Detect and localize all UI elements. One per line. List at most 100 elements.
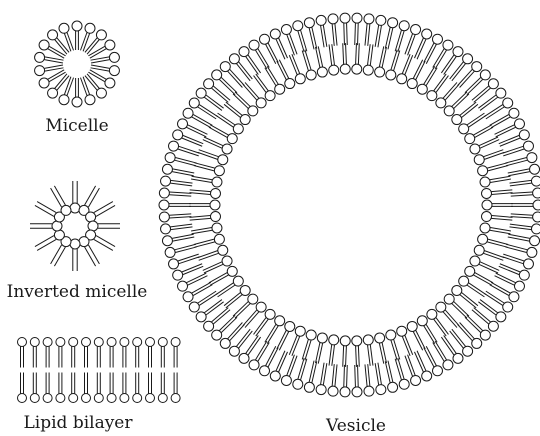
- lipid-head: [162, 236, 172, 246]
- lipid-tail: [235, 92, 250, 107]
- lipid-tail: [506, 160, 527, 166]
- lipid-head: [482, 212, 492, 222]
- lipid-head: [169, 259, 179, 269]
- lipid-head: [470, 144, 480, 154]
- lipid: [30, 221, 62, 231]
- lipid-tail: [246, 335, 259, 353]
- lipid-head: [165, 247, 175, 257]
- lipid-head: [79, 237, 89, 247]
- lipid: [304, 18, 316, 50]
- lipid-tail: [239, 331, 253, 348]
- lipid-head: [503, 302, 513, 312]
- lipid-tail: [91, 57, 110, 60]
- lipid-head: [340, 387, 350, 397]
- lipid-tail: [248, 55, 261, 73]
- lipid: [82, 338, 91, 368]
- lipid: [165, 244, 196, 257]
- lipid-tail: [233, 302, 248, 317]
- lipid-tail: [255, 341, 266, 360]
- lipid: [162, 164, 194, 176]
- lipid-tail: [44, 65, 63, 68]
- lipid-head: [240, 285, 250, 295]
- lipid-tail: [488, 239, 508, 244]
- lipid-tail: [469, 283, 486, 295]
- lipid-tail: [444, 335, 457, 353]
- lipid: [352, 13, 362, 45]
- lipid: [505, 153, 536, 166]
- lipid: [120, 338, 129, 368]
- lipid: [329, 335, 339, 366]
- lipid-head: [270, 29, 280, 39]
- lipid-head: [105, 40, 115, 50]
- lipid-head: [386, 70, 396, 80]
- lipid-tail: [51, 245, 62, 264]
- lipid: [243, 302, 266, 327]
- lipid-head: [459, 124, 469, 134]
- inverted-micelle-diagram: [30, 181, 120, 271]
- lipid-head: [233, 276, 243, 286]
- lipid: [364, 364, 374, 396]
- lipid-head: [222, 256, 232, 266]
- lipid-head: [329, 65, 339, 75]
- lipid-tail: [199, 293, 217, 305]
- lipid-tail: [394, 51, 400, 71]
- lipid-tail: [255, 50, 266, 69]
- lipid: [94, 338, 103, 368]
- lipid-tail: [370, 345, 373, 366]
- lipid: [316, 15, 327, 47]
- lipid: [511, 212, 540, 222]
- lipid-tail: [218, 113, 235, 125]
- lipid-head: [109, 52, 119, 62]
- lipid: [194, 163, 225, 176]
- lipid: [452, 102, 478, 124]
- lipid-head: [388, 18, 398, 28]
- lipid-head: [204, 321, 214, 331]
- lipid-head: [183, 292, 193, 302]
- inverted-micelle-label: Inverted micelle: [7, 282, 148, 302]
- lipid-head: [270, 371, 280, 381]
- lipid: [352, 365, 362, 397]
- lipid-tail: [332, 345, 335, 366]
- lipid-head: [295, 326, 305, 336]
- lipid-head: [210, 200, 220, 210]
- lipid-tail: [458, 324, 473, 340]
- lipid: [444, 294, 469, 318]
- lipid-tail: [445, 310, 459, 326]
- lipid-tail: [44, 60, 63, 63]
- lipid: [243, 82, 266, 107]
- lipid: [478, 234, 509, 247]
- lipid-head: [96, 88, 106, 98]
- lipid-tail: [94, 202, 113, 213]
- lipid-tail: [395, 359, 401, 380]
- lipid-tail: [370, 44, 373, 65]
- lipid-head: [523, 259, 533, 269]
- lipid-tail: [45, 57, 64, 60]
- lipid-tail: [329, 44, 332, 65]
- lipid: [316, 46, 328, 77]
- lipid-tail: [467, 285, 484, 297]
- lipid-head: [432, 34, 442, 44]
- lipid-head: [56, 338, 65, 347]
- lipid-head: [503, 98, 513, 108]
- lipid-tail: [445, 84, 459, 100]
- lipid-head: [48, 30, 58, 40]
- lipid-head: [531, 176, 540, 186]
- lipid-tail: [462, 292, 478, 305]
- lipid: [159, 212, 191, 222]
- lipid: [72, 21, 82, 50]
- lipid-head: [514, 119, 524, 129]
- lipid-tail: [258, 343, 269, 362]
- lipid-tail: [243, 310, 257, 326]
- lipid-tail: [190, 218, 211, 220]
- lipid: [70, 239, 80, 271]
- lipid-head: [169, 141, 179, 151]
- lipid-head: [61, 205, 71, 215]
- lipid-head: [533, 188, 540, 198]
- lipid-head: [183, 108, 193, 118]
- lipid: [133, 338, 142, 368]
- lipid-tail: [365, 24, 367, 46]
- lipid-head: [120, 394, 129, 403]
- lipid: [385, 18, 397, 50]
- lipid-head: [35, 66, 45, 76]
- lipid-head: [59, 23, 69, 33]
